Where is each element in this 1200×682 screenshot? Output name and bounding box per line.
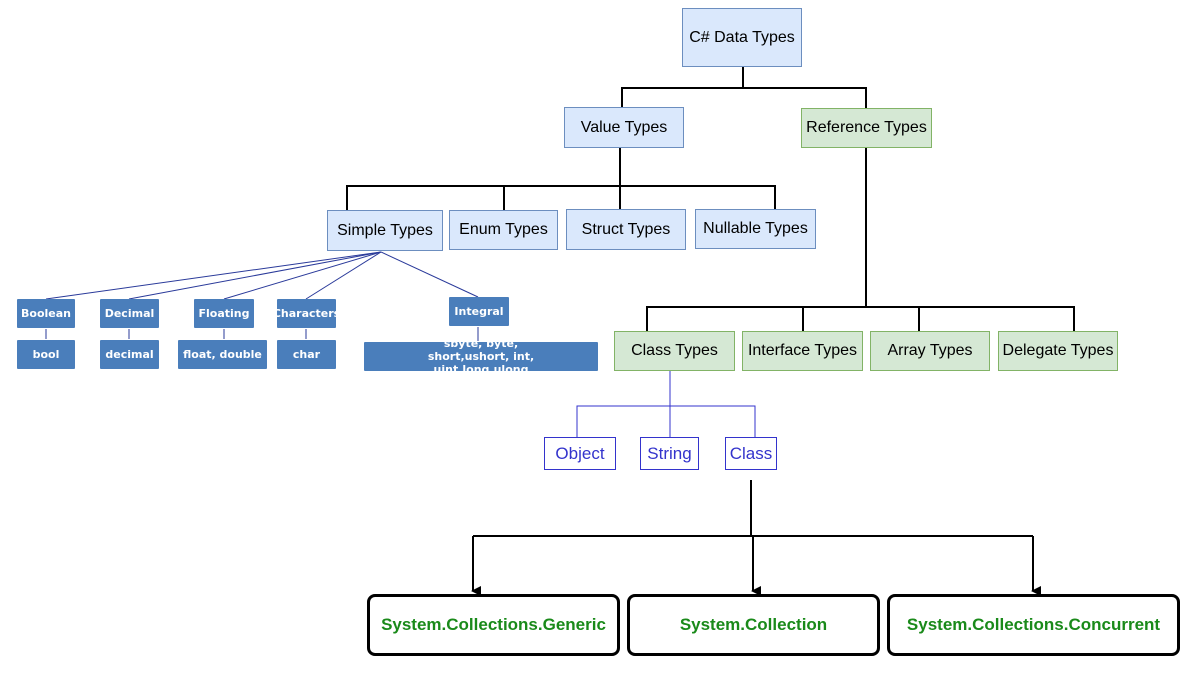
delegate-types-node: Delegate Types xyxy=(998,331,1118,371)
fan-line-decimal xyxy=(128,251,382,300)
boolean-example: bool xyxy=(17,340,75,369)
class-node: Class xyxy=(725,437,777,470)
collections-generic-node: System.Collections.Generic xyxy=(367,594,620,656)
nullable-types-node: Nullable Types xyxy=(695,209,816,249)
decimal-node: Decimal xyxy=(100,299,159,328)
enum-types-node: Enum Types xyxy=(449,210,558,250)
characters-node: Characters xyxy=(273,299,340,328)
connector-reference-bar xyxy=(646,306,1075,331)
array-types-node: Array Types xyxy=(870,331,990,371)
value-types-node: Value Types xyxy=(564,107,684,148)
fan-line-integral xyxy=(380,251,479,298)
connector-root xyxy=(621,67,744,107)
root-node: C# Data Types xyxy=(682,8,802,67)
floating-example: float, double xyxy=(178,340,267,369)
boolean-node: Boolean xyxy=(17,299,75,328)
integral-example: sbyte, byte, short,ushort, int, uint,lon… xyxy=(364,337,598,376)
connector-class-bar xyxy=(576,405,756,437)
object-node: Object xyxy=(544,437,616,470)
collections-concurrent-node: System.Collections.Concurrent xyxy=(887,594,1180,656)
fan-line-boolean xyxy=(45,251,382,300)
reference-types-node: Reference Types xyxy=(801,108,932,148)
integral-node: Integral xyxy=(449,297,509,326)
fan-line-characters xyxy=(305,251,382,300)
fan-line-floating xyxy=(223,251,382,300)
decimal-example: decimal xyxy=(100,340,159,369)
floating-node: Floating xyxy=(194,299,254,328)
collection-node: System.Collection xyxy=(627,594,880,656)
connector-root-ref xyxy=(743,87,867,108)
struct-types-node: Struct Types xyxy=(566,209,686,250)
class-types-node: Class Types xyxy=(614,331,735,371)
connector-value-bar xyxy=(346,185,776,210)
characters-example: char xyxy=(277,340,336,369)
string-node: String xyxy=(640,437,699,470)
interface-types-node: Interface Types xyxy=(742,331,863,371)
simple-types-node: Simple Types xyxy=(327,210,443,251)
